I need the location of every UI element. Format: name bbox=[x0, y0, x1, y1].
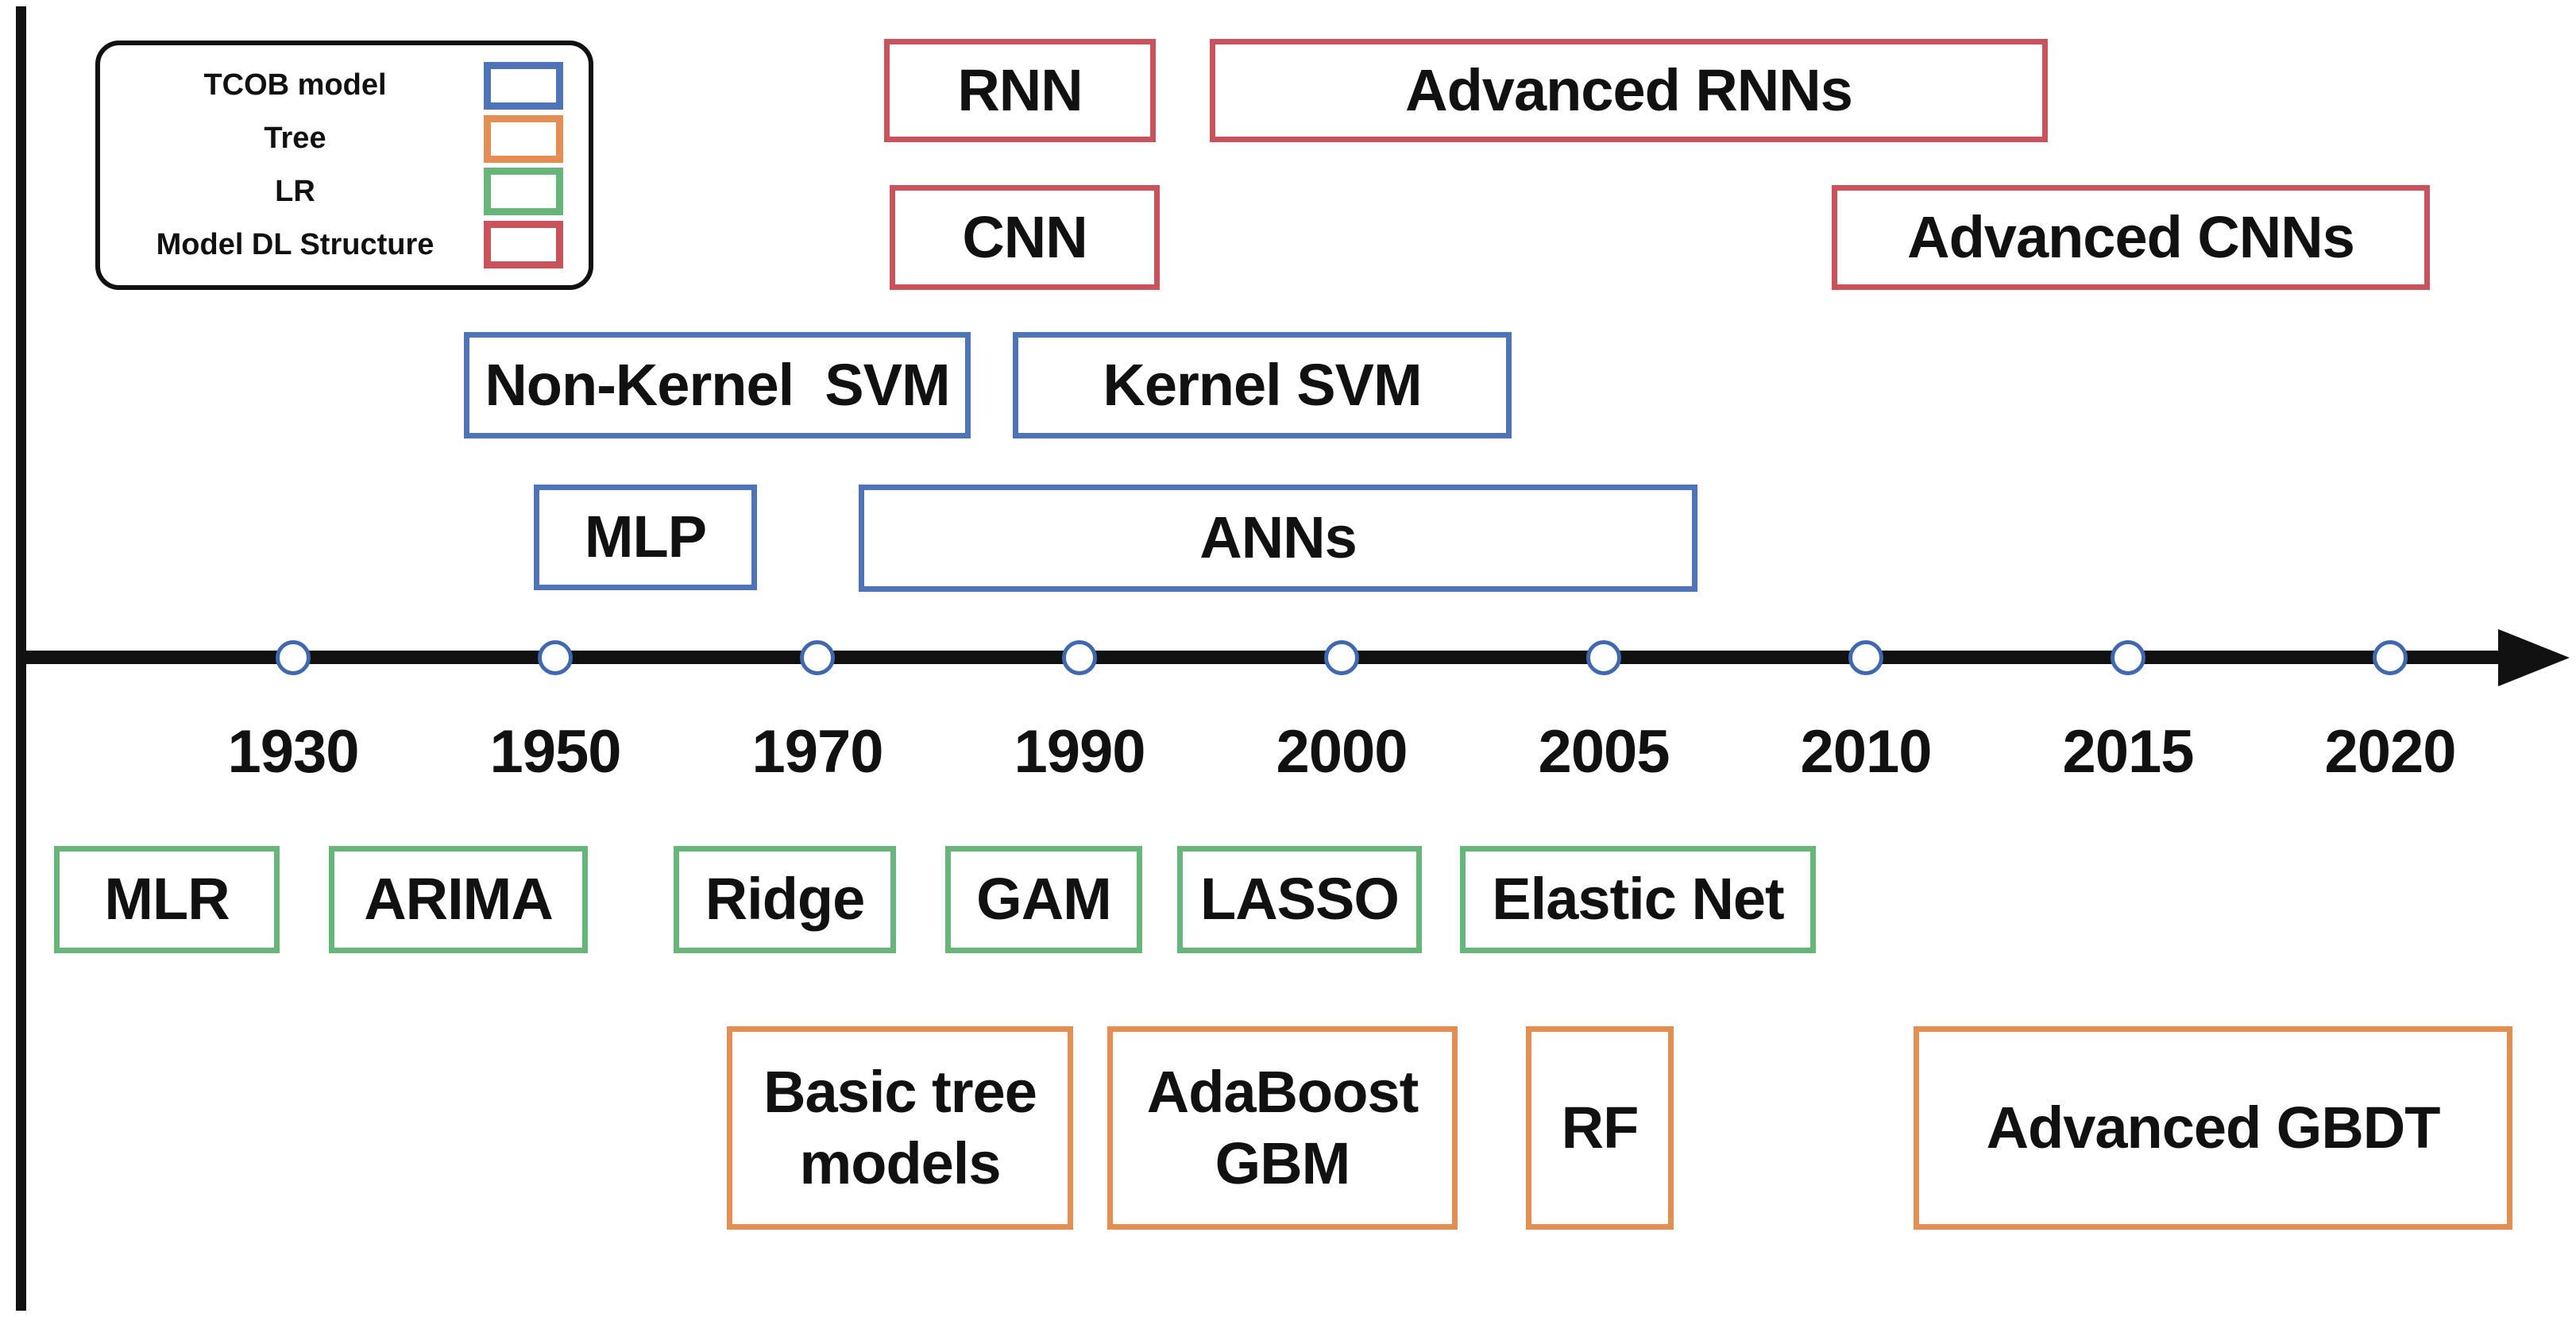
legend-row-model-dl: Model DL Structure bbox=[106, 221, 563, 269]
tick-marker-1970 bbox=[800, 640, 835, 675]
legend-swatch-tcob-blue bbox=[484, 61, 563, 110]
tick-marker-1950 bbox=[538, 640, 573, 675]
box-mlp: MLP bbox=[534, 485, 757, 590]
legend: TCOB model Tree LR Model DL Structure bbox=[95, 41, 593, 290]
box-advanced-cnns: Advanced CNNs bbox=[1832, 185, 2430, 290]
box-lasso: LASSO bbox=[1177, 846, 1422, 953]
tick-marker-2020 bbox=[2373, 640, 2408, 675]
year-label-1990: 1990 bbox=[1014, 718, 1145, 786]
year-label-2020: 2020 bbox=[2324, 718, 2456, 786]
legend-row-lr: LR bbox=[106, 168, 563, 216]
tick-marker-2000 bbox=[1324, 640, 1359, 675]
box-gam: GAM bbox=[945, 846, 1142, 953]
box-mlr: MLR bbox=[54, 846, 280, 953]
box-anns: ANNs bbox=[859, 485, 1697, 592]
legend-swatch-tree-orange bbox=[484, 114, 563, 163]
legend-label-tree: Tree bbox=[264, 122, 326, 156]
year-label-1950: 1950 bbox=[489, 718, 621, 786]
tick-marker-1990 bbox=[1062, 640, 1097, 675]
tick-marker-2010 bbox=[1848, 640, 1883, 675]
year-label-1970: 1970 bbox=[751, 718, 883, 786]
box-ridge: Ridge bbox=[674, 846, 896, 953]
box-advanced-rnns: Advanced RNNs bbox=[1210, 39, 2048, 142]
legend-swatch-lr-green bbox=[484, 168, 563, 216]
box-elastic-net: Elastic Net bbox=[1460, 846, 1816, 953]
box-non-kernel-svm: Non-Kernel SVM bbox=[464, 332, 971, 438]
legend-row-tcob: TCOB model bbox=[106, 61, 563, 110]
tick-marker-2005 bbox=[1586, 640, 1621, 675]
box-arima: ARIMA bbox=[329, 846, 588, 953]
year-label-2005: 2005 bbox=[1538, 718, 1670, 786]
legend-label-lr: LR bbox=[275, 174, 315, 208]
box-cnn: CNN bbox=[890, 185, 1160, 290]
box-adaboost-gbm: AdaBoost GBM bbox=[1107, 1026, 1458, 1230]
box-kernel-svm: Kernel SVM bbox=[1013, 332, 1512, 438]
tick-marker-1930 bbox=[276, 640, 311, 675]
tick-marker-2015 bbox=[2111, 640, 2145, 675]
year-label-2015: 2015 bbox=[2062, 718, 2194, 786]
legend-row-tree: Tree bbox=[106, 114, 563, 163]
box-basic-tree-models: Basic tree models bbox=[727, 1026, 1073, 1230]
box-advanced-gbdt: Advanced GBDT bbox=[1914, 1026, 2512, 1230]
box-rnn: RNN bbox=[884, 39, 1156, 142]
year-label-1930: 1930 bbox=[227, 718, 359, 786]
legend-label-model-dl-structure: Model DL Structure bbox=[156, 227, 434, 261]
legend-swatch-model-dl-red bbox=[484, 221, 563, 269]
box-rf: RF bbox=[1526, 1026, 1674, 1230]
year-label-2010: 2010 bbox=[1800, 718, 1932, 786]
timeline-arrow-head-icon bbox=[2498, 629, 2570, 686]
year-label-2000: 2000 bbox=[1276, 718, 1408, 786]
legend-label-tcob-model: TCOB model bbox=[203, 68, 387, 102]
